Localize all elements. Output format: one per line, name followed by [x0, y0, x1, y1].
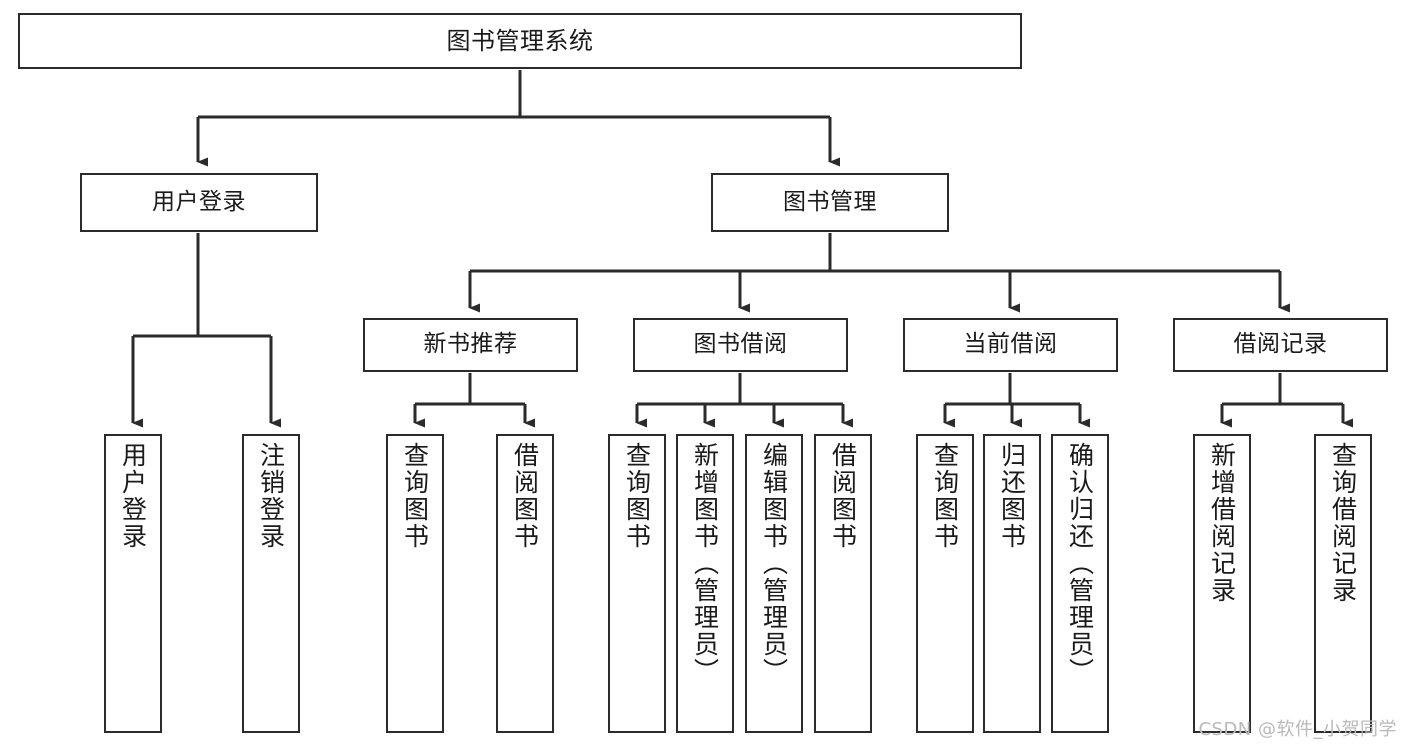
node-leaf-query-book-2[interactable]: 查询图书: [608, 434, 666, 733]
node-label: 借阅图书: [828, 442, 858, 550]
node-label: 新增借阅记录: [1207, 442, 1237, 604]
node-leaf-query-book-1[interactable]: 查询图书: [386, 434, 444, 733]
node-label: 查询借阅记录: [1328, 442, 1358, 604]
node-current-borrow[interactable]: 当前借阅: [903, 318, 1118, 372]
node-book-manage[interactable]: 图书管理: [711, 173, 949, 232]
node-label: 归还图书: [997, 442, 1027, 550]
node-label: 图书管理系统: [446, 26, 594, 55]
node-label: 图书借阅: [693, 331, 788, 358]
node-label: 编辑图书（管理员）: [759, 442, 789, 685]
node-leaf-logout-login[interactable]: 注销登录: [242, 434, 300, 733]
node-leaf-user-login[interactable]: 用户登录: [104, 434, 162, 733]
node-leaf-query-borrow-record[interactable]: 查询借阅记录: [1314, 434, 1372, 733]
node-leaf-add-book-admin[interactable]: 新增图书（管理员）: [676, 434, 734, 733]
node-root-system[interactable]: 图书管理系统: [18, 13, 1022, 69]
node-label: 注销登录: [256, 442, 286, 550]
node-label: 用户登录: [152, 188, 246, 215]
node-label: 新书推荐: [423, 331, 518, 358]
node-label: 查询图书: [400, 442, 430, 550]
node-label: 当前借阅: [963, 331, 1058, 358]
node-leaf-return-book[interactable]: 归还图书: [983, 434, 1041, 733]
node-user-login[interactable]: 用户登录: [80, 173, 318, 232]
node-label: 借阅图书: [510, 442, 540, 550]
node-label: 借阅记录: [1233, 331, 1328, 358]
node-leaf-borrow-book-2[interactable]: 借阅图书: [814, 434, 872, 733]
node-leaf-add-borrow-record[interactable]: 新增借阅记录: [1193, 434, 1251, 733]
node-label: 确认归还（管理员）: [1065, 442, 1095, 685]
node-leaf-edit-book-admin[interactable]: 编辑图书（管理员）: [745, 434, 803, 733]
node-borrow-record[interactable]: 借阅记录: [1173, 318, 1388, 372]
node-label: 用户登录: [118, 442, 148, 550]
node-new-book-recommend[interactable]: 新书推荐: [363, 318, 578, 372]
node-label: 查询图书: [930, 442, 960, 550]
node-label: 图书管理: [783, 188, 877, 215]
node-label: 查询图书: [622, 442, 652, 550]
node-book-borrow[interactable]: 图书借阅: [633, 318, 848, 372]
node-label: 新增图书（管理员）: [690, 442, 720, 685]
node-leaf-borrow-book-1[interactable]: 借阅图书: [496, 434, 554, 733]
node-leaf-confirm-return-admin[interactable]: 确认归还（管理员）: [1051, 434, 1109, 733]
node-leaf-query-book-3[interactable]: 查询图书: [916, 434, 974, 733]
